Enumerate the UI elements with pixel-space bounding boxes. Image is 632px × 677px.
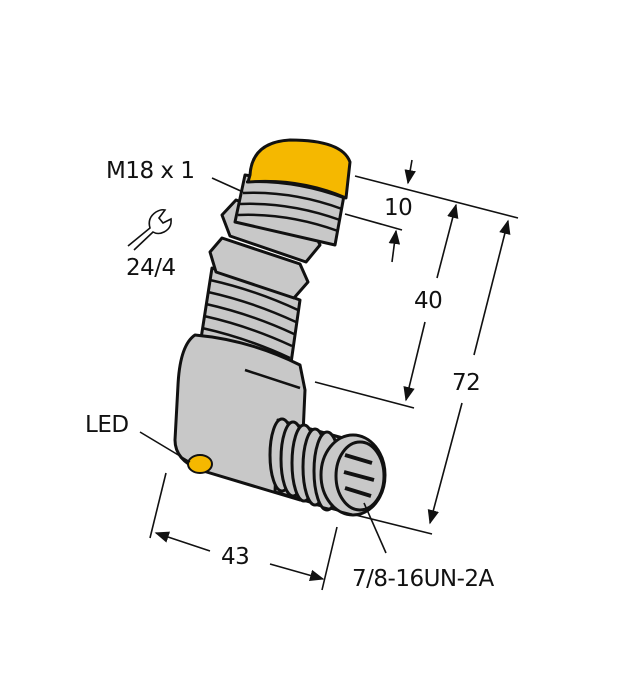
thread-label: M18 x 1 [106, 158, 195, 184]
dim-connector-offset: 43 [221, 544, 250, 570]
dimension-lines [139, 159, 519, 591]
led-indicator [187, 454, 213, 474]
sensor-body [173, 138, 387, 517]
led-label: LED [85, 412, 129, 438]
sensing-face [246, 138, 352, 200]
dim-total-length: 72 [452, 370, 481, 396]
dim-thread-length: 40 [414, 288, 443, 314]
connector [268, 417, 387, 517]
connector-thread-label: 7/8-16UN-2A [352, 566, 494, 592]
wrench-icon [127, 208, 172, 251]
wrench-size-label: 24/4 [126, 255, 176, 281]
dim-sensing-face: 10 [384, 195, 413, 221]
hex-nut-lower [208, 236, 310, 300]
